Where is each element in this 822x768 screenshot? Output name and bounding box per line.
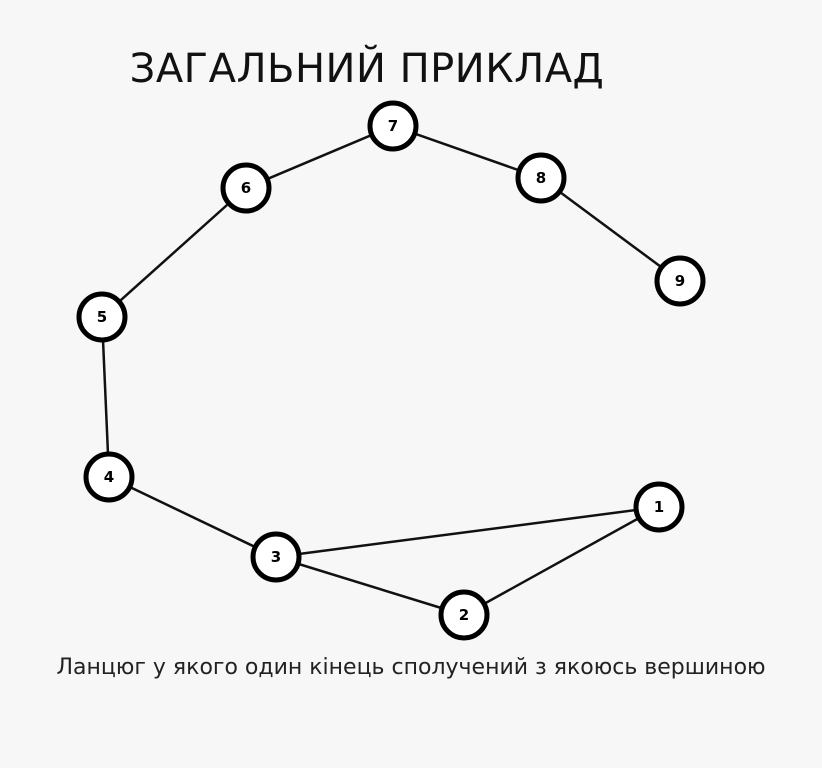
edges-layer	[100, 124, 681, 617]
edge-7-8	[392, 124, 542, 180]
node-3: 3	[250, 531, 302, 583]
node-label: 6	[241, 179, 251, 197]
node-circle	[367, 100, 419, 152]
edge-1-2	[463, 505, 660, 617]
edge-3-4	[108, 475, 277, 559]
nodes-layer: 1 2 3 4 5 6 7 8 9	[76, 100, 706, 641]
slide-title: ЗАГАЛЬНИЙ ПРИКЛАД	[129, 46, 605, 92]
edge-3-1	[275, 505, 660, 559]
node-6: 6	[220, 162, 272, 214]
node-8: 8	[515, 152, 567, 204]
node-label: 4	[104, 468, 114, 486]
node-2: 2	[438, 589, 490, 641]
node-circle	[83, 451, 135, 503]
node-9: 9	[654, 255, 706, 307]
node-label: 8	[536, 169, 546, 187]
edge-2-3	[275, 555, 465, 617]
node-label: 9	[675, 272, 685, 290]
node-circle	[515, 152, 567, 204]
node-circle	[438, 589, 490, 641]
node-label: 1	[654, 498, 664, 516]
node-label: 2	[459, 606, 469, 624]
edge-8-9	[540, 176, 681, 283]
node-7: 7	[367, 100, 419, 152]
node-1: 1	[633, 481, 685, 533]
node-circle	[250, 531, 302, 583]
edge-5-6	[101, 187, 247, 318]
edge-4-5	[100, 316, 111, 478]
node-circle	[76, 291, 128, 343]
node-label: 7	[388, 117, 398, 135]
node-circle	[220, 162, 272, 214]
node-5: 5	[76, 291, 128, 343]
node-label: 3	[271, 548, 281, 566]
edge-6-7	[245, 124, 394, 190]
node-4: 4	[83, 451, 135, 503]
node-circle	[654, 255, 706, 307]
slide-caption: Ланцюг у якого один кінець сполучений з …	[56, 655, 766, 680]
node-label: 5	[97, 308, 107, 326]
node-circle	[633, 481, 685, 533]
